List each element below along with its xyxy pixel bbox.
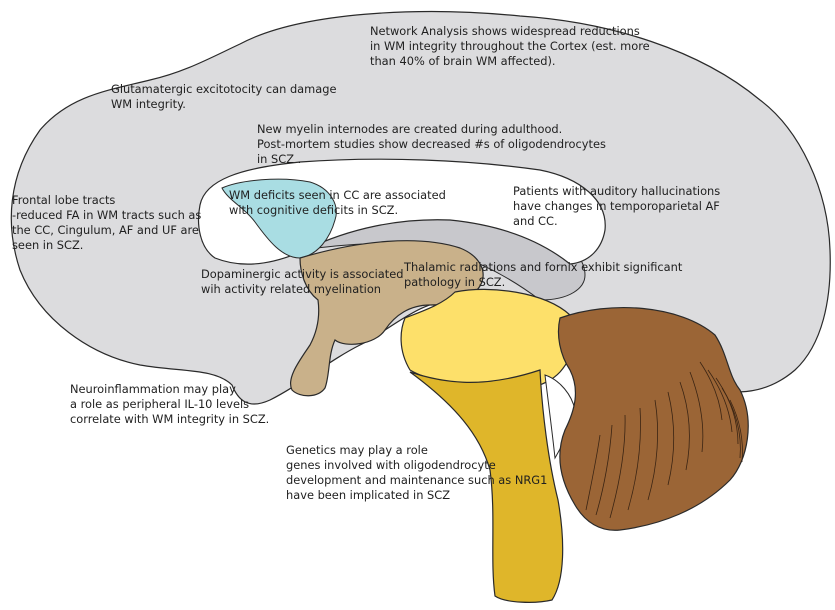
annotation-genetics: Genetics may play a role genes involved … <box>286 443 548 502</box>
annotation-auditory-hallucinations: Patients with auditory hallucinations ha… <box>513 184 721 228</box>
annotation-network-analysis: Network Analysis shows widespread reduct… <box>370 24 650 68</box>
annotation-glutamatergic: Glutamatergic excitotocity can damage WM… <box>111 82 337 111</box>
thalamus <box>290 240 484 397</box>
annotation-corpus-callosum: WM deficits seen in CC are associated wi… <box>229 188 446 217</box>
annotation-neuroinflammation: Neuroinflammation may play a role as per… <box>70 382 270 426</box>
annotation-thalamic-radiations: Thalamic radiations and fornix exhibit s… <box>404 260 683 289</box>
annotation-dopaminergic: Dopaminergic activity is associated wih … <box>201 267 404 296</box>
cerebellum-folia <box>585 361 743 519</box>
corpus-callosum <box>221 178 337 259</box>
annotation-frontal-lobe: Frontal lobe tracts -reduced FA in WM tr… <box>12 193 202 252</box>
annotation-myelin-internodes: New myelin internodes are created during… <box>257 122 606 166</box>
brainstem <box>409 369 564 603</box>
